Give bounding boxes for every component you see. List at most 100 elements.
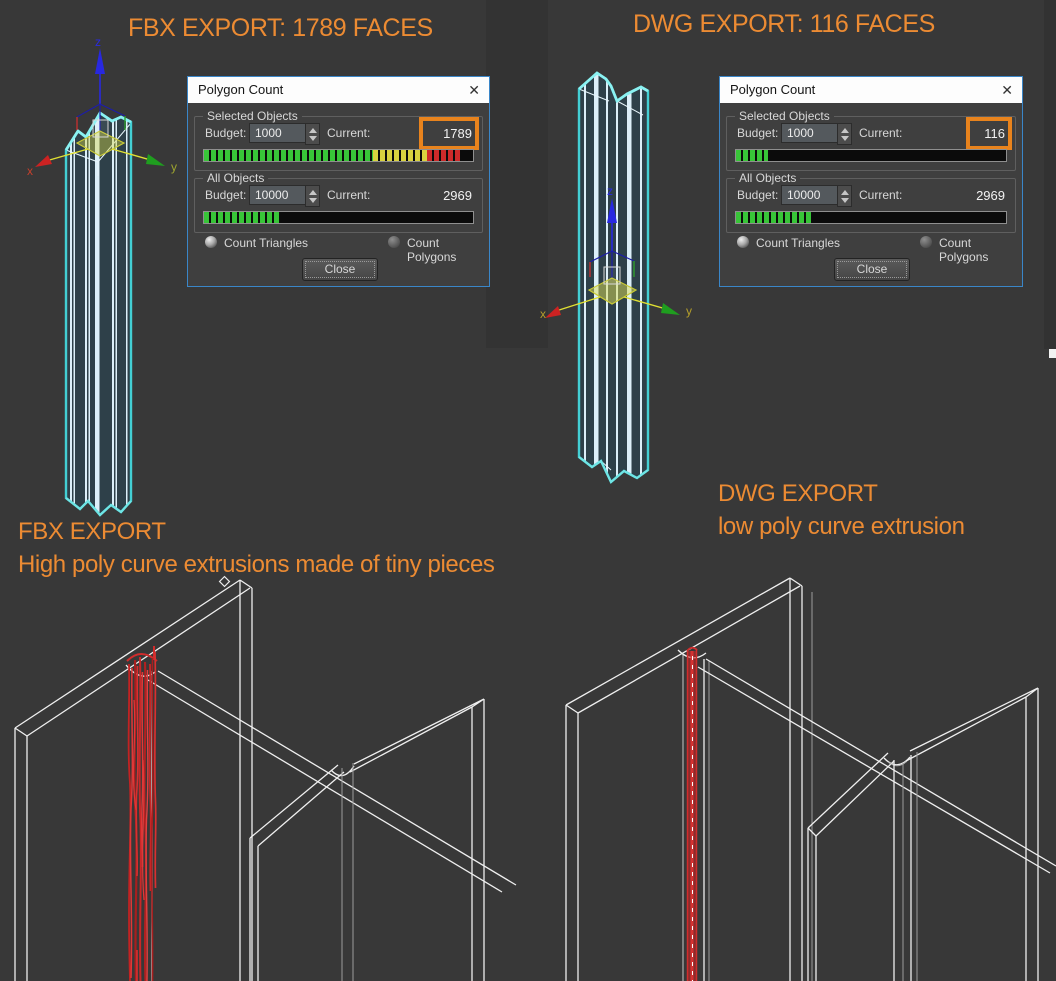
annotation-highlight-box bbox=[966, 117, 1012, 150]
dwg-caption-sub: low poly curve extrusion bbox=[718, 513, 965, 540]
spinner-up-icon[interactable] bbox=[309, 128, 317, 133]
viewport-seam-strip bbox=[486, 0, 548, 348]
budget-input[interactable]: 1000 bbox=[249, 123, 306, 143]
xy-plane-handle[interactable] bbox=[75, 130, 126, 157]
count-polygons-radio[interactable] bbox=[920, 236, 932, 248]
fbx-caption-title: FBX EXPORT bbox=[18, 518, 166, 545]
all-progress-bar bbox=[203, 211, 474, 224]
selection-bracket bbox=[603, 266, 621, 285]
current-label: Current: bbox=[859, 126, 903, 140]
spinner-down-icon[interactable] bbox=[309, 136, 317, 141]
close-button[interactable]: Close bbox=[302, 258, 378, 281]
all-progress-bar bbox=[735, 211, 1007, 224]
dwg-red-lowpoly-edge bbox=[686, 646, 698, 981]
y-axis-arrow[interactable] bbox=[661, 303, 680, 315]
group-label: Selected Objects bbox=[735, 109, 834, 123]
cursor-artifact bbox=[218, 575, 231, 588]
beam-edge-stripes bbox=[584, 73, 642, 482]
spinner-up-icon[interactable] bbox=[841, 128, 849, 133]
budget-label: Budget: bbox=[205, 188, 247, 202]
dwg-caption: DWG EXPORT low poly curve extrusion bbox=[718, 477, 965, 543]
budget-input[interactable]: 10000 bbox=[249, 185, 306, 205]
bar-segment-green bbox=[204, 150, 374, 161]
budget-label: Budget: bbox=[205, 126, 247, 140]
spinner-down-icon[interactable] bbox=[841, 136, 849, 141]
count-polygons-label: Count Polygons bbox=[407, 236, 457, 264]
group-label: All Objects bbox=[735, 171, 801, 185]
selected-progress-bar bbox=[203, 149, 474, 162]
count-triangles-label: Count Triangles bbox=[224, 236, 309, 250]
spinner-down-icon[interactable] bbox=[309, 198, 317, 203]
current-value: 116 bbox=[984, 126, 1005, 141]
budget-spinner[interactable] bbox=[837, 185, 852, 207]
y-axis-arrow[interactable] bbox=[146, 154, 165, 166]
viewport-right-edge-strip bbox=[1044, 0, 1056, 349]
beam-edge-stripes bbox=[70, 113, 128, 515]
x-axis-label: x bbox=[27, 164, 33, 178]
current-label: Current: bbox=[859, 188, 903, 202]
current-value: 2969 bbox=[443, 188, 472, 203]
close-icon[interactable]: ✕ bbox=[1001, 82, 1013, 98]
budget-spinner[interactable] bbox=[837, 123, 852, 145]
budget-input[interactable]: 1000 bbox=[781, 123, 838, 143]
bar-segment-red bbox=[427, 150, 463, 161]
spinner-up-icon[interactable] bbox=[309, 190, 317, 195]
budget-label: Budget: bbox=[737, 188, 779, 202]
z-axis-arrow[interactable] bbox=[607, 198, 617, 223]
bar-segment-green bbox=[736, 212, 812, 223]
dialog-title: Polygon Count bbox=[730, 82, 816, 97]
count-mode-radios: Count Triangles Count Polygons bbox=[188, 235, 489, 264]
y-axis-label: y bbox=[171, 160, 177, 174]
close-button[interactable]: Close bbox=[834, 258, 910, 281]
count-mode-radios: Count Triangles Count Polygons bbox=[720, 235, 1022, 264]
fbx-caption: FBX EXPORT High poly curve extrusions ma… bbox=[18, 515, 495, 581]
selected-progress-bar bbox=[735, 149, 1007, 162]
current-label: Current: bbox=[327, 188, 371, 202]
x-axis-label: x bbox=[540, 307, 546, 321]
dwg-caption-title: DWG EXPORT bbox=[718, 480, 878, 507]
spinner-up-icon[interactable] bbox=[841, 190, 849, 195]
fbx-beam-object[interactable] bbox=[64, 110, 133, 520]
bar-segment-yellow bbox=[373, 150, 428, 161]
viewport-edge-sliver bbox=[1049, 349, 1056, 358]
count-polygons-radio[interactable] bbox=[388, 236, 400, 248]
dwg-wireframe-render bbox=[565, 577, 1056, 981]
group-label: Selected Objects bbox=[203, 109, 302, 123]
budget-spinner[interactable] bbox=[305, 123, 320, 145]
z-axis-label: z bbox=[95, 35, 101, 49]
x-axis-arrow[interactable] bbox=[545, 306, 561, 318]
count-triangles-radio[interactable] bbox=[205, 236, 217, 248]
dialog-titlebar[interactable]: Polygon Count ✕ bbox=[188, 77, 489, 103]
dwg-beam-object[interactable] bbox=[577, 70, 650, 490]
dialog-title: Polygon Count bbox=[198, 82, 284, 97]
bar-segment-green bbox=[204, 212, 280, 223]
budget-label: Budget: bbox=[737, 126, 779, 140]
polygon-count-dialog-fbx: Polygon Count ✕ Selected Objects Budget:… bbox=[187, 76, 490, 287]
z-axis-label: z bbox=[607, 184, 613, 198]
selected-objects-group: Selected Objects Budget: 1000 Current: 1… bbox=[726, 109, 1016, 171]
count-triangles-label: Count Triangles bbox=[756, 236, 841, 250]
selected-objects-group: Selected Objects Budget: 1000 Current: 1… bbox=[194, 109, 483, 171]
budget-input[interactable]: 10000 bbox=[781, 185, 838, 205]
selection-bracket bbox=[92, 119, 109, 138]
all-objects-group: All Objects Budget: 10000 Current: 2969 bbox=[726, 171, 1016, 233]
fbx-wireframe-render bbox=[14, 579, 517, 981]
polygon-count-dialog-dwg: Polygon Count ✕ Selected Objects Budget:… bbox=[719, 76, 1023, 287]
fbx-caption-sub: High poly curve extrusions made of tiny … bbox=[18, 551, 495, 578]
current-value: 2969 bbox=[976, 188, 1005, 203]
x-axis-arrow[interactable] bbox=[35, 155, 52, 167]
count-polygons-label: Count Polygons bbox=[939, 236, 989, 264]
close-icon[interactable]: ✕ bbox=[468, 82, 480, 98]
current-label: Current: bbox=[327, 126, 371, 140]
annotation-highlight-box bbox=[419, 117, 479, 150]
spinner-down-icon[interactable] bbox=[841, 198, 849, 203]
dwg-move-gizmo[interactable]: x y z bbox=[540, 184, 692, 321]
z-axis-arrow[interactable] bbox=[95, 48, 105, 74]
budget-spinner[interactable] bbox=[305, 185, 320, 207]
fbx-header: FBX EXPORT: 1789 FACES bbox=[128, 14, 433, 42]
count-triangles-radio[interactable] bbox=[737, 236, 749, 248]
fbx-move-gizmo[interactable]: x y z bbox=[27, 35, 177, 178]
dialog-titlebar[interactable]: Polygon Count ✕ bbox=[720, 77, 1022, 103]
